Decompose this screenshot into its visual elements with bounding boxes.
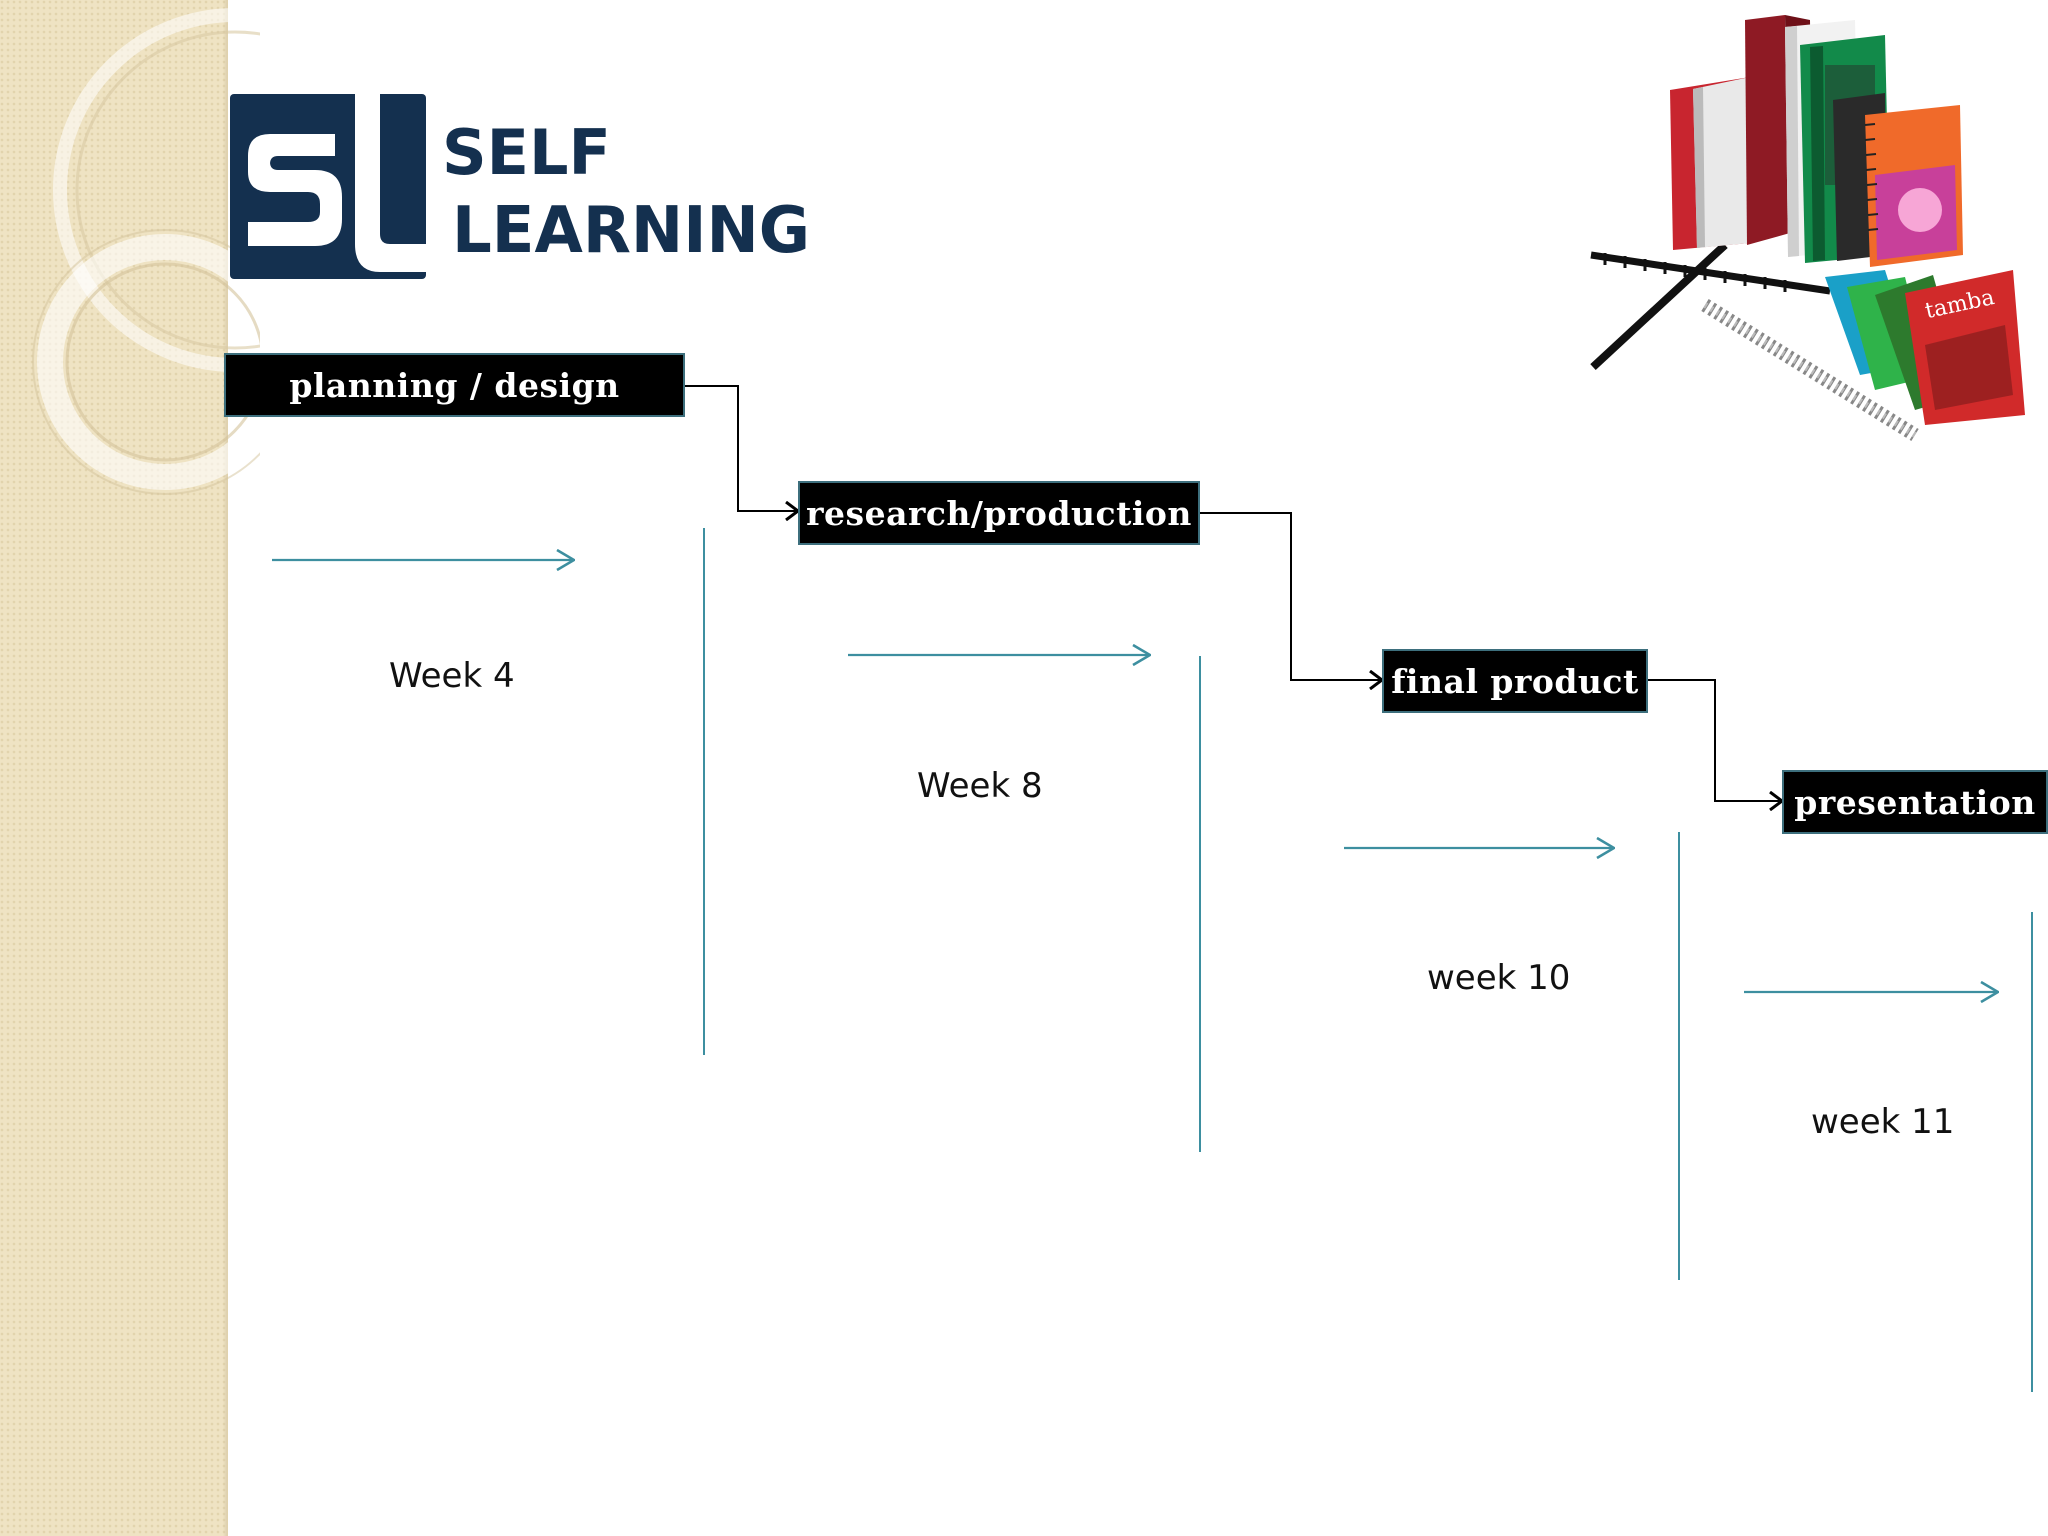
sl-monogram-icon — [230, 94, 426, 279]
week-label-final: week 10 — [1427, 958, 1571, 998]
book-red-left — [1670, 77, 1750, 250]
booklets-fanned: tamba — [1825, 270, 2025, 425]
stage-research-production: research/production — [798, 481, 1200, 545]
stage-final-product: final product — [1382, 649, 1648, 713]
decorative-rings — [32, 8, 260, 495]
spiral-binding-icon — [1701, 299, 1919, 441]
book-orange-notebook — [1864, 105, 1963, 267]
connector-planning-to-research — [685, 385, 798, 511]
week-label-presentation: week 11 — [1811, 1102, 1955, 1142]
week-label-research: Week 8 — [917, 766, 1043, 806]
logo-line-self: SELF — [442, 116, 611, 189]
connector-final-to-presentation — [1648, 679, 1782, 801]
books-stack-illustration: tamba — [1590, 15, 2025, 441]
logo-line-learning: LEARNING — [452, 194, 810, 268]
connector-research-to-final — [1200, 512, 1382, 680]
binding-comb-icon — [1590, 242, 1831, 370]
week-label-planning: Week 4 — [389, 656, 515, 696]
stage-planning-design: planning / design — [224, 353, 685, 417]
self-learning-logo: SELF LEARNING — [230, 94, 810, 279]
stage-presentation: presentation — [1782, 770, 2048, 834]
